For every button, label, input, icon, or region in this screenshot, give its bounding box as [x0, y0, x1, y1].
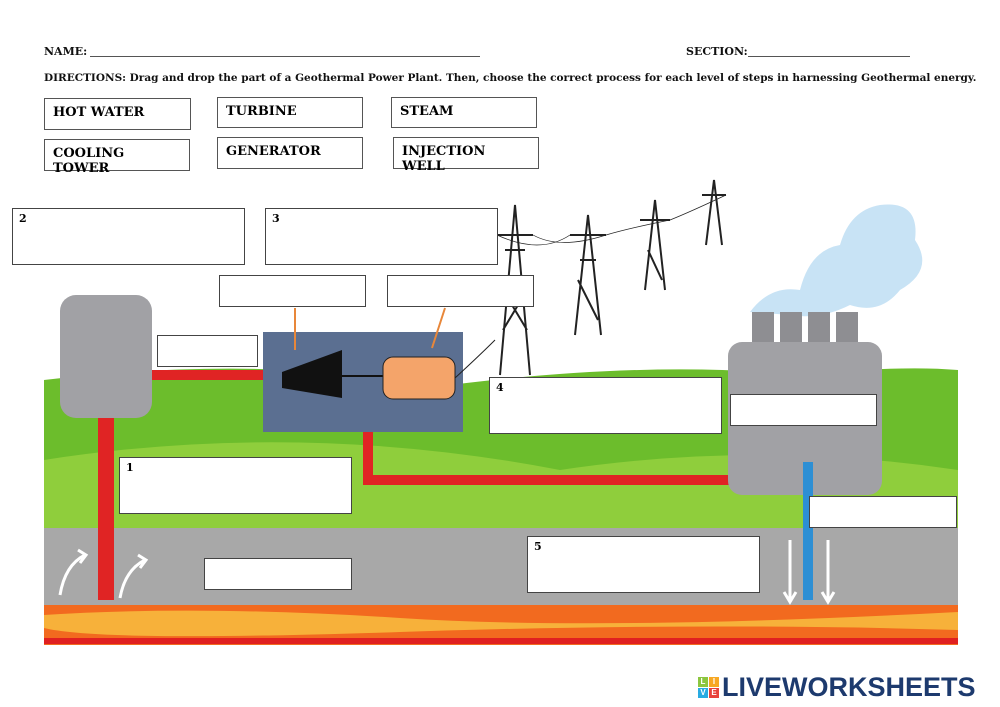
- name-line[interactable]: [90, 56, 480, 57]
- logo-icon: L I V E: [698, 677, 719, 698]
- turbine-icon: [282, 350, 342, 398]
- logo-text: LIVEWORKSHEETS: [722, 672, 976, 702]
- step-number: 5: [534, 540, 542, 553]
- name-label: NAME:: [44, 45, 88, 58]
- steam-cloud: [750, 204, 923, 317]
- choice-hot-water[interactable]: HOT WATER: [44, 98, 191, 130]
- step-number: 2: [19, 212, 27, 225]
- drop-steam-slot[interactable]: [157, 335, 258, 367]
- section-label: SECTION:: [686, 45, 748, 58]
- step-number: 3: [272, 212, 280, 225]
- production-well-tank: [60, 295, 152, 418]
- flow-arrows: [58, 540, 836, 605]
- logo-letter: E: [709, 688, 719, 698]
- step-3-box[interactable]: 3: [265, 208, 498, 265]
- generator-icon: [382, 356, 456, 400]
- choice-steam[interactable]: STEAM: [391, 97, 537, 128]
- drop-hot-water-slot[interactable]: [204, 558, 352, 590]
- liveworksheets-logo: L I V E LIVEWORKSHEETS: [698, 672, 976, 703]
- step-number: 1: [126, 461, 134, 474]
- choice-cooling-tower[interactable]: COOLING TOWER: [44, 139, 190, 176]
- choice-generator[interactable]: GENERATOR: [217, 137, 363, 169]
- drop-cooling-tower-slot[interactable]: [730, 394, 877, 426]
- step-2-box[interactable]: 2: [12, 208, 245, 265]
- logo-letter: V: [698, 688, 708, 698]
- choice-turbine[interactable]: TURBINE: [217, 97, 363, 128]
- step-4-box[interactable]: 4: [489, 377, 722, 434]
- step-number: 4: [496, 381, 504, 394]
- directions: DIRECTIONS: Drag and drop the part of a …: [44, 72, 977, 84]
- drop-turbine-slot[interactable]: [219, 275, 366, 307]
- choice-injection-well[interactable]: INJECTION WELL: [393, 137, 539, 174]
- power-line-towers: [496, 179, 727, 376]
- drop-generator-slot[interactable]: [387, 275, 534, 307]
- section-line[interactable]: [748, 56, 910, 57]
- rock-layer: [44, 528, 958, 608]
- step-5-box[interactable]: 5: [527, 536, 760, 593]
- step-1-box[interactable]: 1: [119, 457, 352, 514]
- logo-letter: I: [709, 677, 719, 687]
- logo-letter: L: [698, 677, 708, 687]
- drop-injection-well-slot[interactable]: [809, 496, 957, 528]
